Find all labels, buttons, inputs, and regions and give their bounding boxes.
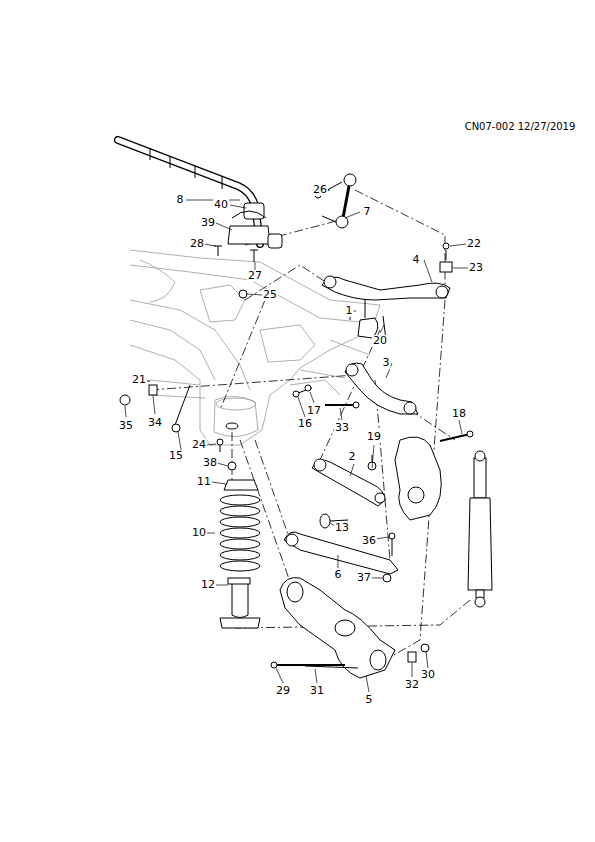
spring-coil (220, 539, 260, 549)
callout-number: 34 (147, 417, 163, 429)
callout-number: 10 (191, 527, 207, 539)
spring-coil (220, 495, 260, 505)
callout-number: 37 (356, 572, 372, 584)
callout-number: 29 (275, 685, 291, 697)
callout-number: 15 (168, 450, 184, 462)
coil-spring (220, 495, 260, 571)
callout-number: 26 (312, 184, 328, 196)
callout-number: 5 (365, 694, 374, 706)
parts (118, 140, 492, 678)
callout-number: 36 (361, 535, 377, 547)
callout-number: 6 (334, 569, 343, 581)
callout-number: 19 (366, 431, 382, 443)
callout-number: 3 (382, 357, 391, 369)
callout-number: 8 (176, 194, 185, 206)
callout-number: 38 (202, 457, 218, 469)
callout-number: 28 (189, 238, 205, 250)
callout-number: 21 (131, 374, 147, 386)
callout-number: 31 (309, 685, 325, 697)
callout-number: 18 (451, 408, 467, 420)
spring-coil (220, 517, 260, 527)
callout-number: 12 (200, 579, 216, 591)
callout-number: 7 (363, 206, 372, 218)
callout-number: 16 (297, 418, 313, 430)
callout-number: 20 (372, 335, 388, 347)
callout-number: 32 (404, 679, 420, 691)
callout-number: 33 (334, 422, 350, 434)
callout-number: 30 (420, 669, 436, 681)
callout-number: 39 (200, 217, 216, 229)
callout-number: 27 (247, 270, 263, 282)
spring-coil (220, 550, 260, 560)
callout-number: 13 (334, 522, 350, 534)
callout-number: 35 (118, 420, 134, 432)
callout-number: 11 (196, 476, 212, 488)
spring-coil (220, 506, 260, 516)
callout-number: 22 (466, 238, 482, 250)
callout-number: 40 (213, 199, 229, 211)
callout-number: 24 (191, 439, 207, 451)
callout-number: 4 (412, 254, 421, 266)
callout-number: 23 (468, 262, 484, 274)
spring-coil (220, 528, 260, 538)
callout-number: 1 (345, 305, 354, 317)
spring-coil (220, 561, 260, 571)
leader-lines (125, 190, 468, 692)
callout-number: 2 (348, 451, 357, 463)
drawing-id: CN07-002 12/27/2019 (464, 121, 577, 133)
callout-number: 25 (262, 289, 278, 301)
callout-number: 17 (306, 405, 322, 417)
